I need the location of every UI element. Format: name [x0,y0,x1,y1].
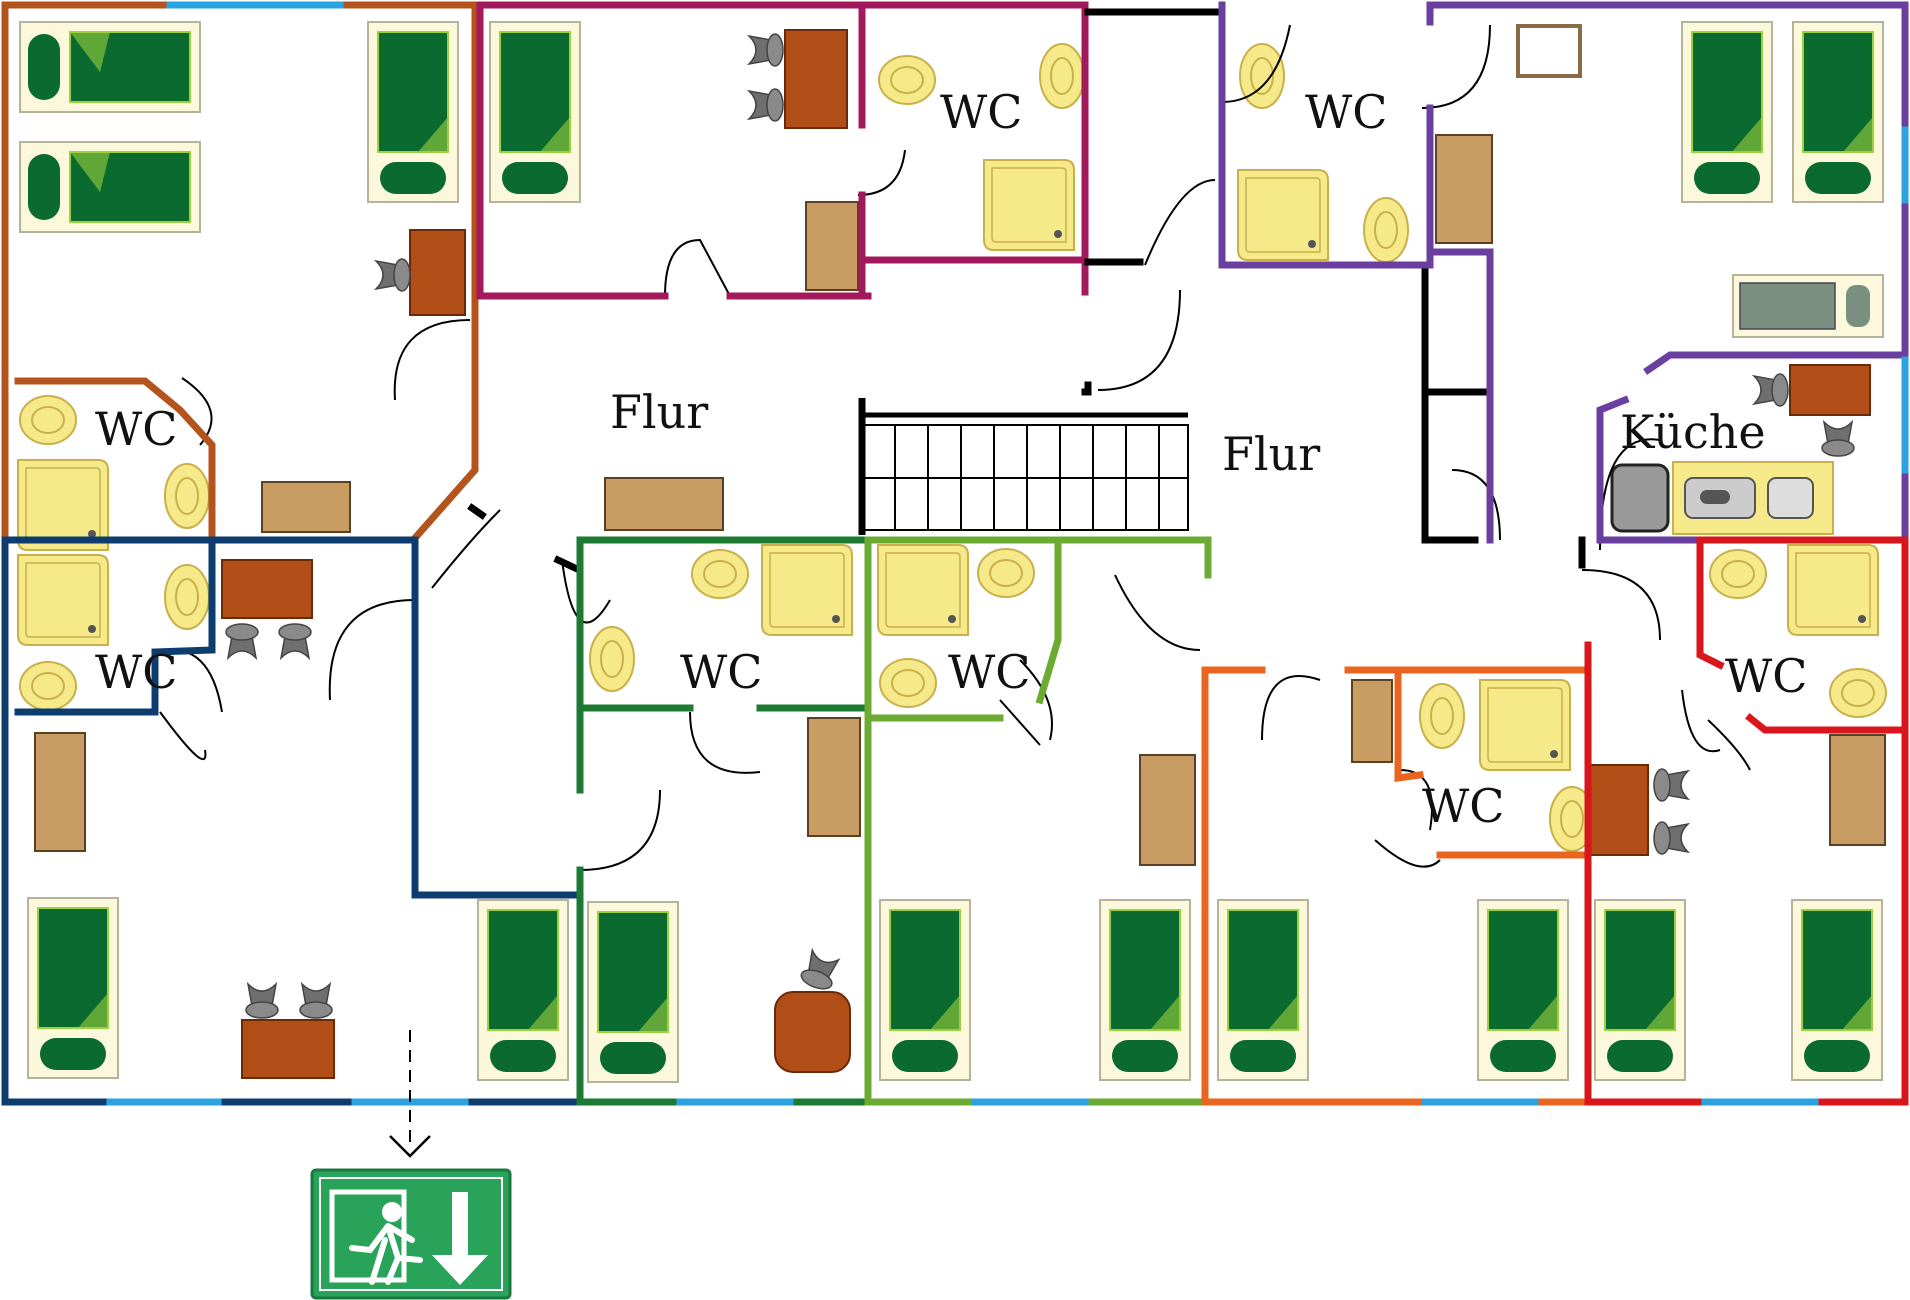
exit-route [389,1030,431,1158]
chair-icon [225,623,259,659]
toilet-icon [977,548,1035,598]
toilet-icon [879,658,937,708]
bed-icon [1791,899,1883,1081]
corridor-label: Flur [1222,427,1320,481]
room-labels: WC WC WC WC WC WC WC WC Flur Flur Küche [95,85,1807,833]
shower-icon [877,544,969,636]
toilet-icon [164,564,210,630]
bed-icon [587,901,679,1083]
toilet-icon [164,463,210,529]
table-icon [409,229,466,316]
wc-label: WC [95,402,177,456]
table-icon [241,1019,335,1079]
chair-icon [1821,421,1855,457]
wardrobe-icon [805,201,859,291]
wc-label: WC [1305,85,1387,139]
table-icon [774,991,851,1073]
shower-icon [1787,544,1879,636]
chair-icon [798,948,842,994]
toilet-icon [878,55,936,105]
toilet-icon [1829,668,1887,718]
toilet-icon [691,549,749,599]
chair-icon [1653,821,1689,855]
bed-icon [1681,21,1773,203]
wc-label: WC [680,645,762,699]
shower-icon [1237,169,1329,261]
chair-icon [748,33,784,67]
chair-icon [375,258,411,292]
kitchen-label: Küche [1620,405,1766,459]
toilet-icon [1039,43,1085,109]
toilet-icon [589,626,635,692]
wc-label: WC [940,85,1022,139]
chair-icon [245,983,279,1019]
bed-icon [367,21,459,203]
bed-icon [19,141,201,233]
chair-icon [278,623,312,659]
wardrobe-icon [1351,679,1393,763]
bed-icon [477,899,569,1081]
chair-icon [1753,373,1789,407]
door-swings [159,24,1751,871]
chair-icon [748,88,784,122]
bed-icon [1594,899,1686,1081]
table-icon [1789,364,1871,416]
bed-icon [489,21,581,203]
chair-icon [299,983,333,1019]
sink-icon [1516,24,1582,78]
wardrobe-icon [604,477,724,531]
sink-icon [1732,274,1884,338]
toilet-icon [1239,43,1285,109]
bed-icon [1217,899,1309,1081]
toilet-icon [1363,197,1409,263]
bed-icon [1099,899,1191,1081]
wc-label: WC [1725,649,1807,703]
staircase [858,398,1189,535]
corridor-label: Flur [610,385,708,439]
shower-icon [983,159,1075,251]
wc-label: WC [948,645,1030,699]
wc-label: WC [1422,779,1504,833]
shower-icon [761,544,853,636]
stove-icon [1610,461,1834,535]
wardrobe-icon [261,481,351,533]
bed-icon [27,897,119,1079]
toilet-icon [1709,549,1767,599]
toilet-icon [1419,683,1465,749]
bed-icon [1477,899,1569,1081]
wardrobe-icon [1435,134,1493,244]
wardrobe-icon [807,717,861,837]
chair-icon [1653,768,1689,802]
walls [1,1,1909,1106]
toilet-icon [19,395,77,445]
bed-icon [19,21,201,113]
table-icon [221,559,313,619]
shower-icon [17,554,109,646]
shower-icon [1479,679,1571,771]
wardrobe-icon [1139,754,1196,866]
toilet-icon [19,661,77,711]
bed-icon [1792,21,1884,203]
wardrobe-icon [1829,734,1886,846]
wardrobe-icon [34,732,86,852]
exit-sign-icon [310,1168,512,1300]
bed-icon [879,899,971,1081]
table-icon [784,29,848,129]
table-icon [1589,764,1649,856]
wc-label: WC [95,645,177,699]
furniture [17,21,1887,1083]
